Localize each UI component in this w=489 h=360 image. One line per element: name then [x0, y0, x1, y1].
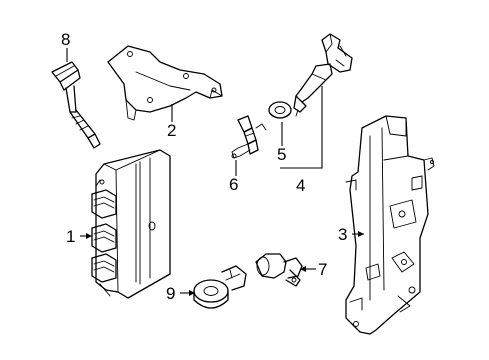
engine-control-module-icon — [91, 149, 171, 299]
callout-1: 1 — [66, 227, 75, 246]
oxygen-sensor-icon — [51, 61, 101, 149]
callout-4: 4 — [296, 176, 305, 195]
camshaft-sensor-icon — [255, 253, 303, 287]
callout-6: 6 — [229, 175, 238, 194]
callout-5: 5 — [277, 145, 286, 164]
ignition-coil-icon — [293, 33, 353, 117]
washer-icon — [268, 101, 292, 119]
callout-9: 9 — [166, 284, 175, 303]
callout-3-arrow — [358, 231, 364, 237]
callout-8: 8 — [61, 30, 70, 49]
callout-2: 2 — [167, 121, 176, 140]
callout-4-leader — [280, 86, 323, 169]
callout-1-arrow — [86, 233, 92, 239]
module-bracket-icon — [345, 115, 435, 335]
callout-3: 3 — [338, 225, 347, 244]
callout-7: 7 — [318, 260, 327, 279]
spark-plug-icon — [231, 115, 267, 159]
mounting-bracket-icon — [107, 45, 223, 121]
callout-9-arrow — [189, 290, 195, 296]
callout-7-arrow — [300, 266, 306, 272]
knock-sensor-icon — [193, 265, 247, 309]
